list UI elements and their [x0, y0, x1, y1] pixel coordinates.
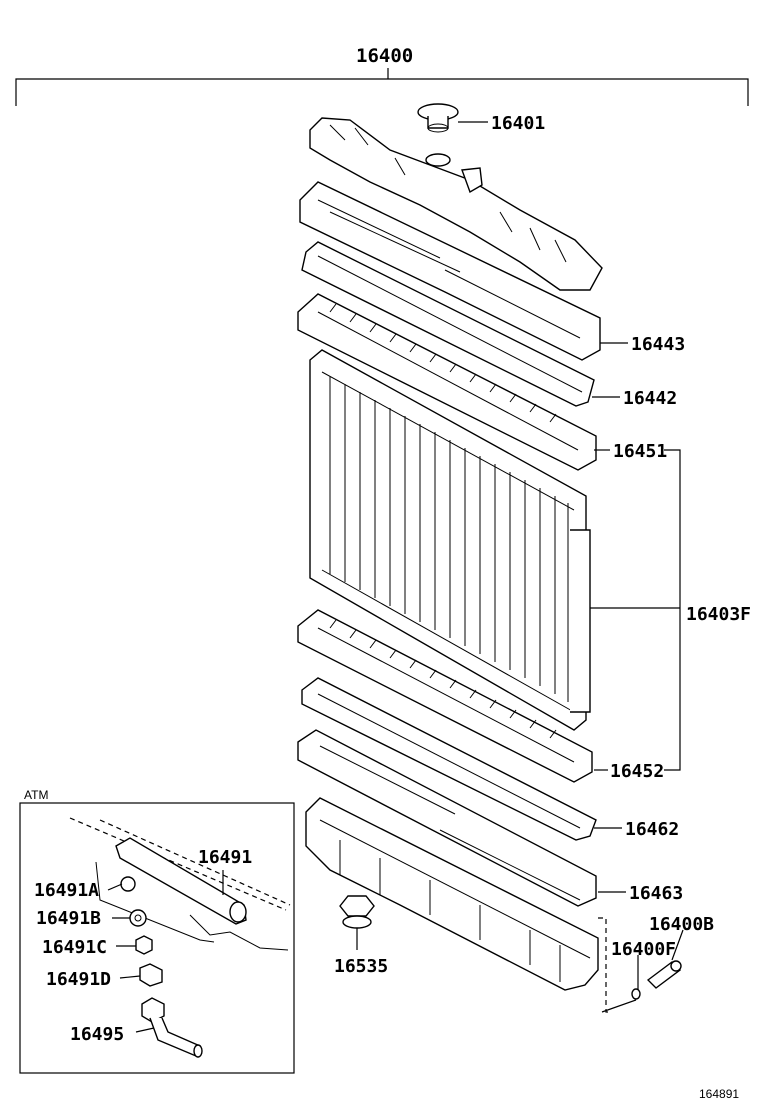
- label-16400: 16400: [356, 45, 413, 67]
- label-16535: 16535: [334, 956, 388, 977]
- upper-tank-seal-frame: [299, 181, 601, 361]
- atm-inset-box: [19, 802, 295, 1074]
- label-atm: ATM: [24, 788, 48, 802]
- label-16403F: 16403F: [686, 604, 751, 625]
- label-16401: 16401: [491, 113, 545, 134]
- label-16491: 16491: [198, 847, 252, 868]
- label-16491B: 16491B: [36, 908, 101, 929]
- assembly-bracket: [15, 68, 749, 106]
- lower-gasket: [301, 677, 597, 841]
- lower-tank-seal-frame: [297, 729, 597, 907]
- label-16400B: 16400B: [649, 914, 714, 935]
- label-16400F: 16400F: [611, 939, 676, 960]
- label-16462: 16462: [625, 819, 679, 840]
- upper-gasket: [301, 241, 595, 407]
- upper-tank: [309, 117, 603, 291]
- drain-cock: [598, 917, 682, 1013]
- atm-fittings: [120, 876, 163, 987]
- radiator-core: [309, 349, 591, 731]
- label-16452: 16452: [610, 761, 664, 782]
- atm-hose-fitting: [141, 997, 203, 1058]
- drain-plug: [339, 895, 375, 929]
- label-16463: 16463: [629, 883, 683, 904]
- radiator-cap: [417, 103, 459, 133]
- drawing-number: 164891: [699, 1087, 739, 1101]
- label-16443: 16443: [631, 334, 685, 355]
- label-16442: 16442: [623, 388, 677, 409]
- label-16495: 16495: [70, 1024, 124, 1045]
- label-16491A: 16491A: [34, 880, 99, 901]
- label-16491D: 16491D: [46, 969, 111, 990]
- lower-core-plate: [297, 609, 593, 783]
- label-16451: 16451: [613, 441, 667, 462]
- atm-cooler-pipe: [69, 817, 291, 951]
- core-assembly-bracket: [590, 449, 681, 771]
- lower-tank: [305, 797, 599, 991]
- upper-core-plate: [297, 293, 597, 471]
- label-16491C: 16491C: [42, 937, 107, 958]
